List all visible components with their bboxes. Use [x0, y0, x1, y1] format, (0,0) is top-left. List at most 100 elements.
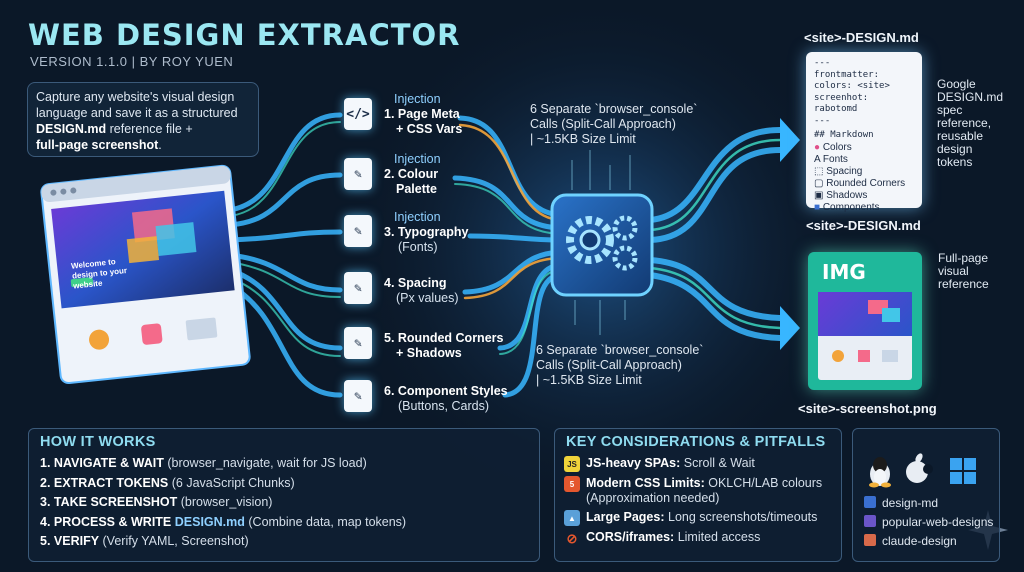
screenshot-note: Full-page visual reference	[938, 252, 989, 291]
calls-note-line: 6 Separate `browser_console`	[536, 343, 704, 357]
step-title: 3. Typography	[384, 225, 469, 239]
design-md-document: --- frontmatter: colors: <site> screenho…	[806, 52, 922, 213]
step-subtitle: (Buttons, Cards)	[398, 399, 490, 413]
how-it-works-list: 1. NAVIGATE & WAIT (browser_navigate, wa…	[40, 454, 406, 552]
list-item-detail: Long screenshots/timeouts	[664, 510, 818, 524]
list-item: 5 Modern CSS Limits: OKLCH/LAB colours(A…	[564, 476, 822, 506]
list-item-title: 4. PROCESS & WRITE	[40, 514, 175, 529]
list-item: ▲ Large Pages: Long screenshots/timeouts	[564, 510, 822, 526]
list-item: JS JS-heavy SPAs: Scroll & Wait	[564, 456, 822, 472]
step-title: 4. Spacing	[384, 276, 447, 290]
step-subtitle: (Px values)	[396, 291, 459, 305]
rounded-corners-icon: ▢	[814, 177, 824, 189]
step-subtitle: (Fonts)	[398, 240, 438, 254]
intro-text: Capture any website's visual design	[36, 90, 235, 104]
repo-icon	[864, 515, 876, 527]
calls-note-line: | ~1.5KB Size Limit	[530, 132, 636, 146]
blocked-icon: ⊘	[566, 530, 578, 546]
list-item-highlight: DESIGN.md	[174, 514, 245, 529]
list-item: 3. TAKE SCREENSHOT (browser_vision)	[40, 493, 406, 513]
pipette-icon: ✎	[344, 215, 372, 247]
yaml-line: ---	[814, 58, 831, 68]
pipette-icon: ✎	[344, 272, 372, 304]
doc-item: Rounded Corners	[826, 177, 906, 189]
platform-icons	[869, 453, 976, 488]
repo-label: claude-design	[882, 534, 957, 548]
list-item-detail: (Verify YAML, Screenshot)	[99, 534, 249, 548]
calls-note-line: 6 Separate `browser_console`	[530, 102, 698, 116]
js-icon: JS	[564, 456, 580, 472]
list-item: 2. EXTRACT TOKENS (6 JavaScript Chunks)	[40, 474, 406, 494]
windows-icon	[950, 458, 976, 484]
note-line: reference	[938, 277, 989, 291]
pipette-icon: ✎	[344, 327, 372, 359]
spacing-icon: ⬚	[814, 165, 824, 177]
yaml-line: colors: <site>	[814, 81, 890, 91]
note-line: Full-page	[938, 251, 989, 265]
calls-note-line: Calls (Split-Call Approach)	[530, 117, 676, 131]
html5-icon: 5	[564, 476, 580, 492]
list-item: 5. VERIFY (Verify YAML, Screenshot)	[40, 532, 406, 552]
list-item-detail: (Combine data, map tokens)	[244, 514, 407, 529]
doc-item: Shadows	[826, 189, 868, 201]
considerations-list: JS JS-heavy SPAs: Scroll & Wait 5 Modern…	[564, 456, 822, 546]
step-title: 2. Colour	[384, 167, 439, 181]
list-item-title: 5. VERIFY	[40, 534, 100, 548]
list-item: 4. PROCESS & WRITE DESIGN.md (Combine da…	[40, 513, 406, 533]
image-icon: ▲	[564, 510, 580, 526]
doc-item: Fonts	[822, 153, 848, 165]
design-md-filename-top: <site>-DESIGN.md	[804, 30, 919, 45]
repo-item[interactable]: design-md	[864, 494, 993, 513]
note-line: DESIGN.md	[937, 90, 1004, 104]
intro-text: reference file +	[106, 122, 193, 136]
intro-text: .	[158, 138, 162, 152]
intro-bold: full-page screenshot	[36, 138, 159, 152]
repo-item[interactable]: claude-design	[864, 532, 993, 551]
step-title: 5. Rounded Corners	[384, 331, 504, 345]
list-item: ⊘ CORS/iframes: Limited access	[564, 530, 822, 546]
calls-note-line: | ~1.5KB Size Limit	[536, 373, 642, 387]
list-item-detail: Scroll & Wait	[680, 456, 755, 470]
note-line: reusable	[937, 129, 984, 143]
font-icon: A	[814, 153, 821, 165]
palette-icon: ●	[814, 141, 821, 153]
note-line: tokens	[937, 155, 973, 169]
note-line: Google	[937, 77, 976, 91]
code-icon: </>	[344, 98, 372, 130]
step-subtitle: + CSS Vars	[396, 122, 463, 136]
repo-item[interactable]: popular-web-designs	[864, 513, 993, 532]
platforms-panel	[852, 428, 1000, 562]
repo-icon	[864, 496, 876, 508]
shadows-icon: ▣	[814, 189, 824, 201]
list-item-title: CORS/iframes:	[586, 530, 675, 544]
screenshot-file: IMG	[808, 252, 922, 390]
processing-hub	[550, 150, 654, 335]
page-title: WEB DESIGN EXTRACTOR	[28, 18, 461, 52]
pipette-icon: ✎	[344, 380, 372, 412]
pipette-icon: ✎	[344, 158, 372, 190]
screenshot-filename: <site>-screenshot.png	[798, 401, 937, 416]
list-item-title: Modern CSS Limits:	[586, 476, 705, 490]
design-md-note: Google DESIGN.md spec reference, reusabl…	[937, 78, 1003, 169]
step-injection-label: Injection	[394, 152, 441, 166]
repo-list: design-md popular-web-designs claude-des…	[864, 494, 993, 551]
note-line: spec	[937, 103, 963, 117]
intro-text: language and save it as a structured	[36, 106, 238, 120]
step-title: 1. Page Meta	[384, 107, 460, 121]
linux-icon	[869, 457, 891, 488]
intro-bold: DESIGN.md	[36, 122, 107, 136]
note-line: design	[937, 142, 973, 156]
list-item-detail: OKLCH/LAB colours	[704, 476, 823, 490]
how-it-works-heading: HOW IT WORKS	[40, 434, 156, 450]
yaml-line: frontmatter:	[814, 69, 880, 80]
apple-icon	[906, 453, 933, 483]
list-item-detail: (Approximation needed)	[586, 491, 720, 505]
doc-item: Colors	[822, 141, 852, 153]
img-badge: IMG	[822, 260, 866, 284]
list-item-detail: (browser_navigate, wait for JS load)	[163, 456, 367, 470]
intro-box: Capture any website's visual design lang…	[27, 82, 259, 157]
step-subtitle: Palette	[396, 182, 437, 196]
list-item-detail: (browser_vision)	[177, 495, 273, 509]
yaml-line: screenhot: rabotomd	[814, 92, 869, 115]
